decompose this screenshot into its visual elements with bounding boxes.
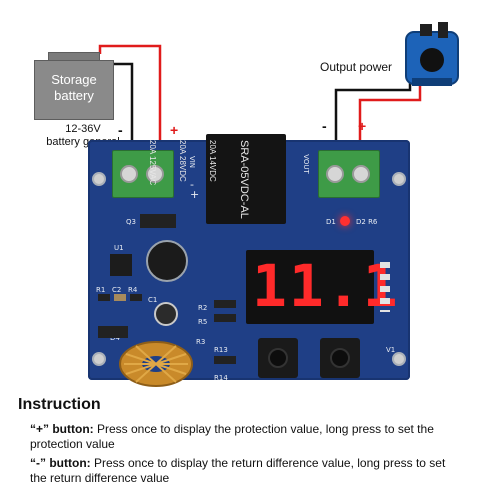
battery-positive-wire [98,44,162,160]
capacitor-c1 [154,302,178,326]
resistor [214,314,236,322]
d2-label: D2 R6 [356,218,378,226]
r1-label: R1 [96,286,106,294]
plus-instruction-text: Press once to display the protection val… [97,422,434,436]
r4-label: R4 [128,286,138,294]
d4-label: D4 [110,334,120,342]
battery-negative-wire [114,62,134,160]
storage-battery [34,60,114,120]
v1-label: V1 [386,346,396,354]
plus-instruction: “+” button: Press once to display the pr… [30,422,480,437]
mount-hole-icon [392,352,406,366]
output-negative-wire [334,82,412,160]
status-led-icon [340,216,350,226]
screw-icon [326,165,344,183]
resistor [214,356,236,364]
plus-button-cap[interactable] [268,348,288,368]
resistor [98,294,110,301]
minus-key-label: “-” button: [30,456,91,470]
r14-label: R14 [214,374,228,382]
r5-label: R5 [198,318,208,326]
minus-instruction-text: Press once to display the return differe… [93,456,446,470]
pin-header [380,262,390,312]
mount-hole-icon [92,352,106,366]
instruction-title: Instruction [18,396,101,413]
screw-icon [352,165,370,183]
minus-button-cap[interactable] [330,348,350,368]
water-pump-icon [405,22,459,86]
vin-minus-label: - [190,178,194,191]
r2-label: R2 [198,304,208,312]
screw-icon [146,165,164,183]
q3-label: Q3 [126,218,136,226]
mount-hole-icon [392,172,406,186]
output-minus-sign: - [322,118,327,134]
c2-label: C2 [112,286,122,294]
relay [206,134,286,224]
output-plus-sign: + [358,118,367,134]
resistor [214,300,236,308]
display-value: 11.1 [252,252,400,320]
vin-plus-label: + [190,188,200,201]
battery-plus-sign: + [170,122,179,138]
battery-label: Storage battery [51,72,97,103]
plus-instruction-cont: protection value [30,437,115,451]
r3-label: R3 [196,338,206,346]
resistor [114,294,126,301]
mount-hole-icon [92,172,106,186]
led-display [246,250,374,324]
battery-minus-sign: - [118,122,123,138]
minus-instruction: “-” button: Press once to display the re… [30,456,480,471]
d1-label: D1 [326,218,336,226]
r13-label: R13 [214,346,228,354]
relay-markings: SRA-05VDC-AL 20A 14VDC 20A 28VDC 20A 125… [148,140,250,219]
ic-u1 [110,254,132,276]
u1-label: U1 [114,244,124,252]
minus-instruction-cont: the return difference value [30,471,170,485]
output-power-label: Output power [320,60,393,74]
screw-icon [120,165,138,183]
diode-d4 [98,326,128,338]
transistor-q3 [140,214,176,228]
output-positive-wire [358,86,422,160]
c1-label: C1 [148,296,158,304]
resistor [130,294,142,301]
plus-key-label: “+” button: [30,422,94,436]
vout-label: VOUT [301,154,310,174]
toroid-inductor-icon [119,341,193,387]
electrolytic-capacitor [146,240,188,282]
